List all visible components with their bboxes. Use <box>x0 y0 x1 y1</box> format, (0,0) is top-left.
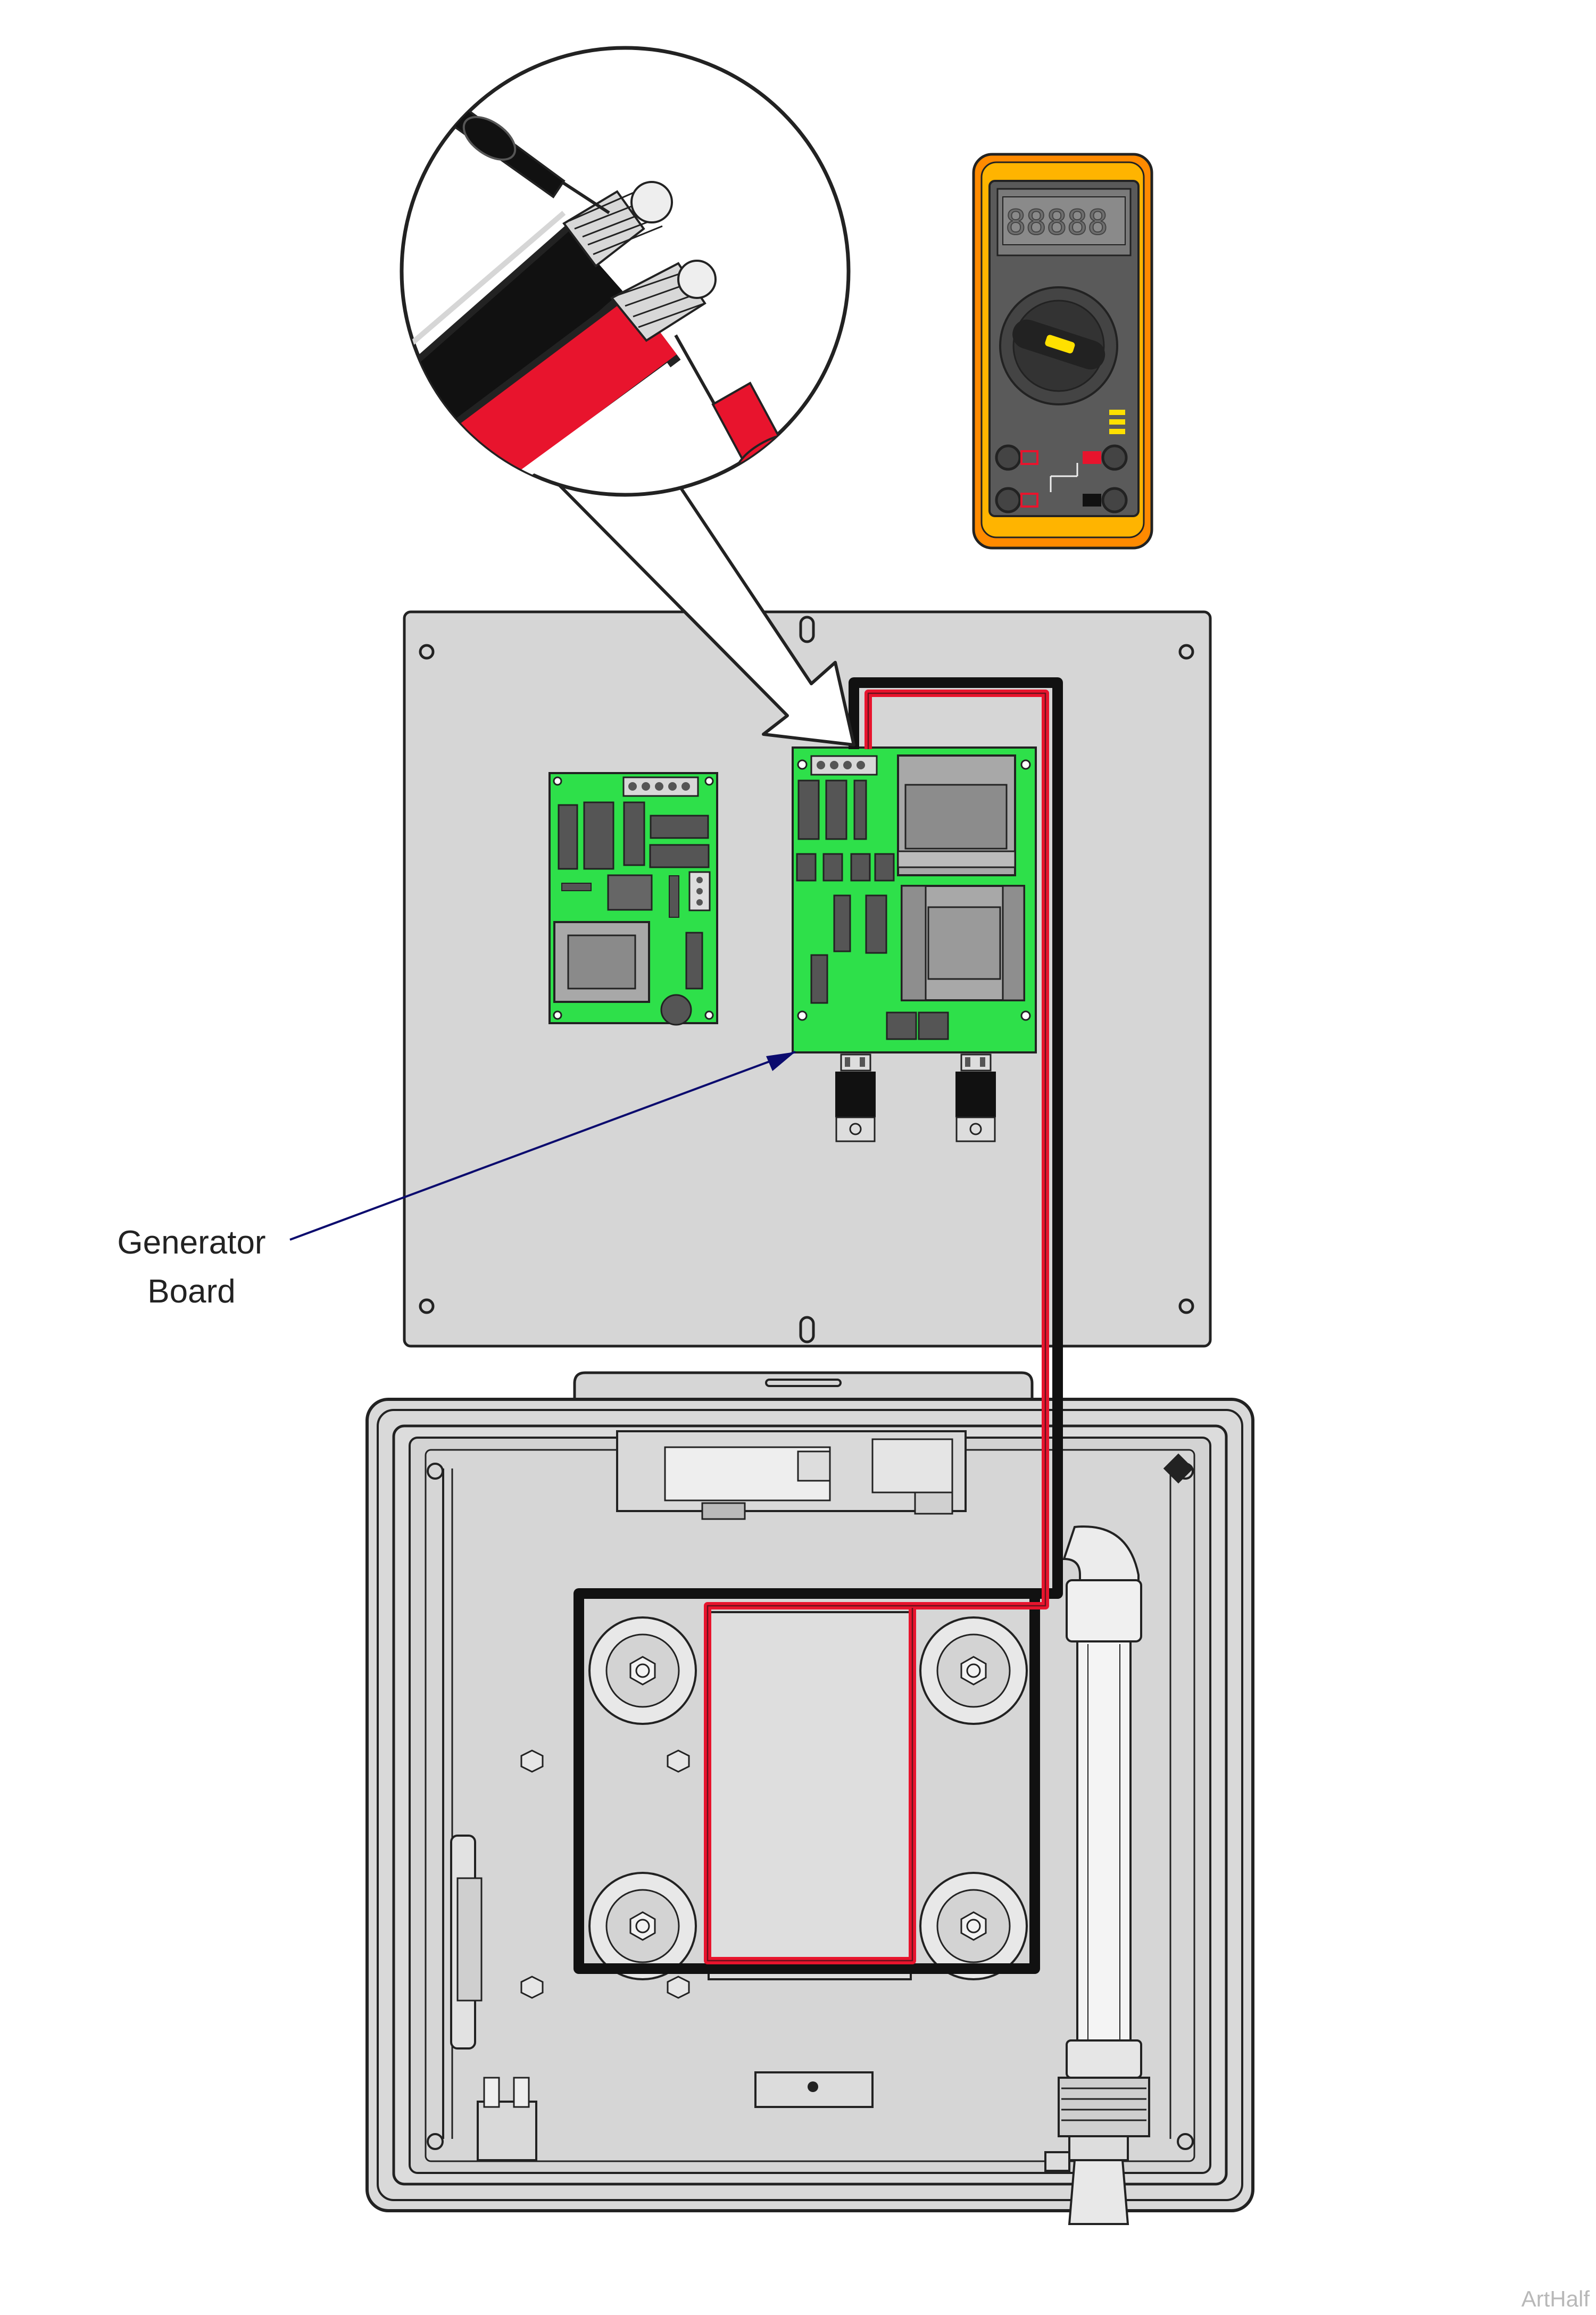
voltage-regulators <box>835 1053 996 1142</box>
callout-line-2: Board <box>147 1273 236 1310</box>
hose-fitting <box>1044 1453 1194 2225</box>
callout-line-1: Generator <box>117 1224 266 1261</box>
svg-text:88888: 88888 <box>1005 203 1108 243</box>
watermark: ArtHalf <box>1521 2286 1590 2311</box>
generator-board-label: Generator Board <box>69 1218 314 1316</box>
left-circuit-board <box>548 772 718 1026</box>
generator-board <box>792 746 1037 1053</box>
generator-board-leader-line <box>289 1051 796 1241</box>
mounting-bosses <box>588 1616 1028 1980</box>
multimeter-icon: 88888 <box>972 153 1153 550</box>
lower-housing <box>365 1371 1254 2225</box>
wiring <box>573 677 1063 1974</box>
